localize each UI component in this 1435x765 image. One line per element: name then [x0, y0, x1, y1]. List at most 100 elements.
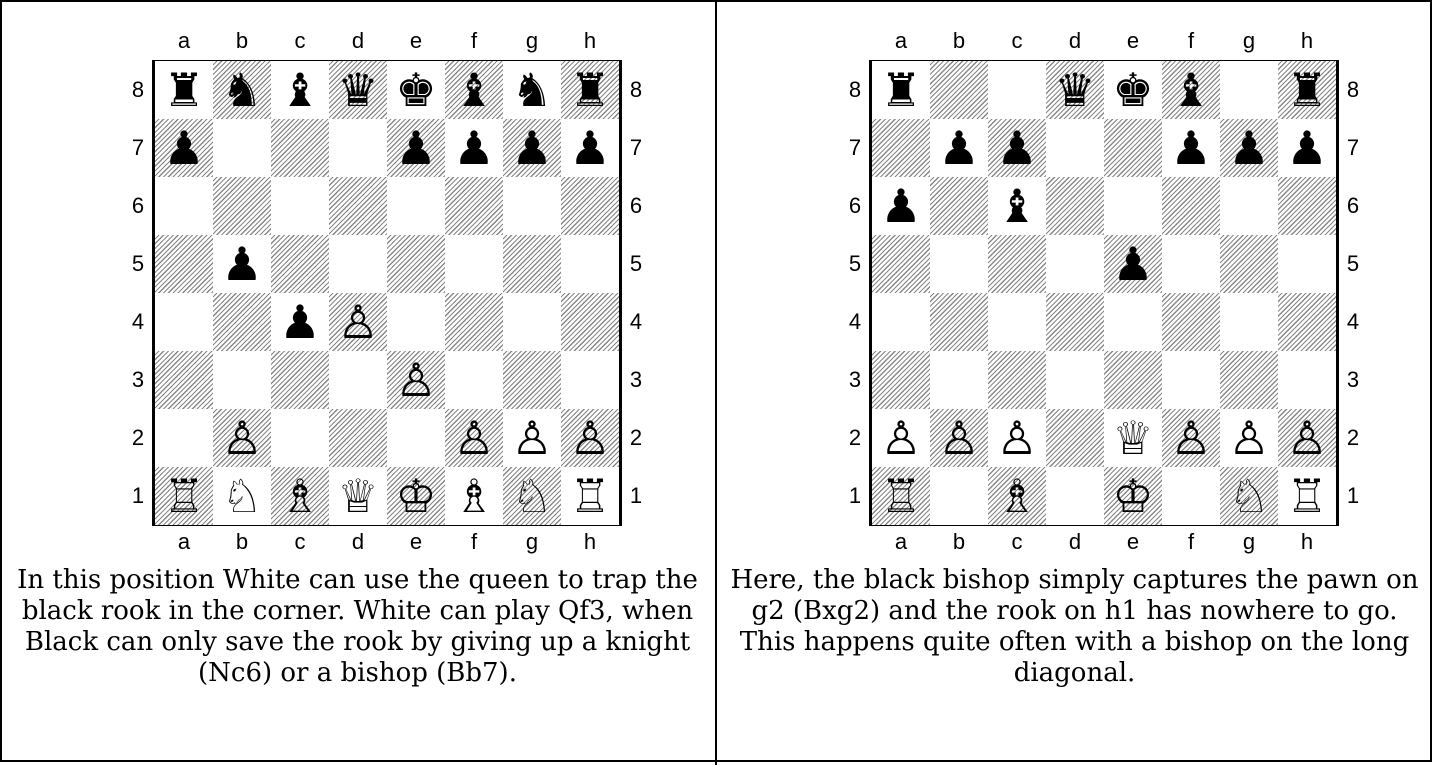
white-rook-icon[interactable]: ♖︎ [1278, 467, 1336, 525]
square-b8[interactable] [930, 61, 988, 119]
square-g1[interactable]: ♘︎ [503, 467, 561, 525]
black-bishop-icon[interactable]: ♝︎ [445, 61, 503, 119]
square-c1[interactable]: ♗︎ [988, 467, 1046, 525]
black-rook-icon[interactable]: ♜︎ [872, 61, 930, 119]
black-knight-icon[interactable]: ♞︎ [213, 61, 271, 119]
square-e1[interactable]: ♔︎ [387, 467, 445, 525]
square-d4[interactable]: ♙︎ [329, 293, 387, 351]
square-d8[interactable]: ♛︎ [329, 61, 387, 119]
white-rook-icon[interactable]: ♖︎ [872, 467, 930, 525]
white-pawn-icon[interactable]: ♙︎ [387, 351, 445, 409]
square-h3[interactable] [1278, 351, 1336, 409]
square-h1[interactable]: ♖︎ [561, 467, 619, 525]
square-f2[interactable]: ♙︎ [1162, 409, 1220, 467]
square-a7[interactable]: ♟︎ [155, 119, 213, 177]
square-f8[interactable]: ♝︎ [445, 61, 503, 119]
square-b6[interactable] [930, 177, 988, 235]
square-h6[interactable] [1278, 177, 1336, 235]
square-e2[interactable] [387, 409, 445, 467]
square-a3[interactable] [872, 351, 930, 409]
black-pawn-icon[interactable]: ♟︎ [1104, 235, 1162, 293]
black-pawn-icon[interactable]: ♟︎ [1278, 119, 1336, 177]
square-g4[interactable] [1220, 293, 1278, 351]
square-a6[interactable] [155, 177, 213, 235]
square-b1[interactable] [930, 467, 988, 525]
white-pawn-icon[interactable]: ♙︎ [988, 409, 1046, 467]
square-b3[interactable] [213, 351, 271, 409]
square-d1[interactable] [1046, 467, 1104, 525]
square-h3[interactable] [561, 351, 619, 409]
square-a3[interactable] [155, 351, 213, 409]
white-knight-icon[interactable]: ♘︎ [503, 467, 561, 525]
square-h8[interactable]: ♜︎ [561, 61, 619, 119]
white-rook-icon[interactable]: ♖︎ [561, 467, 619, 525]
black-pawn-icon[interactable]: ♟︎ [872, 177, 930, 235]
square-c7[interactable]: ♟︎ [988, 119, 1046, 177]
square-h2[interactable]: ♙︎ [1278, 409, 1336, 467]
square-h2[interactable]: ♙︎ [561, 409, 619, 467]
square-b4[interactable] [213, 293, 271, 351]
square-g5[interactable] [503, 235, 561, 293]
square-c4[interactable]: ♟︎ [271, 293, 329, 351]
square-h1[interactable]: ♖︎ [1278, 467, 1336, 525]
square-b4[interactable] [930, 293, 988, 351]
black-rook-icon[interactable]: ♜︎ [155, 61, 213, 119]
square-d7[interactable] [1046, 119, 1104, 177]
square-c1[interactable]: ♗︎ [271, 467, 329, 525]
square-g4[interactable] [503, 293, 561, 351]
square-f1[interactable]: ♗︎ [445, 467, 503, 525]
black-pawn-icon[interactable]: ♟︎ [271, 293, 329, 351]
white-pawn-icon[interactable]: ♙︎ [1278, 409, 1336, 467]
square-b2[interactable]: ♙︎ [213, 409, 271, 467]
square-f1[interactable] [1162, 467, 1220, 525]
white-queen-icon[interactable]: ♕︎ [329, 467, 387, 525]
square-b3[interactable] [930, 351, 988, 409]
square-b6[interactable] [213, 177, 271, 235]
square-d1[interactable]: ♕︎ [329, 467, 387, 525]
white-bishop-icon[interactable]: ♗︎ [271, 467, 329, 525]
black-pawn-icon[interactable]: ♟︎ [503, 119, 561, 177]
square-g8[interactable] [1220, 61, 1278, 119]
black-king-icon[interactable]: ♚︎ [387, 61, 445, 119]
square-a8[interactable]: ♜︎ [872, 61, 930, 119]
square-a7[interactable] [872, 119, 930, 177]
black-queen-icon[interactable]: ♛︎ [329, 61, 387, 119]
black-king-icon[interactable]: ♚︎ [1104, 61, 1162, 119]
square-e3[interactable]: ♙︎ [387, 351, 445, 409]
square-d5[interactable] [329, 235, 387, 293]
square-d4[interactable] [1046, 293, 1104, 351]
square-b8[interactable]: ♞︎ [213, 61, 271, 119]
square-a6[interactable]: ♟︎ [872, 177, 930, 235]
square-c2[interactable]: ♙︎ [988, 409, 1046, 467]
white-rook-icon[interactable]: ♖︎ [155, 467, 213, 525]
square-e3[interactable] [1104, 351, 1162, 409]
square-f3[interactable] [1162, 351, 1220, 409]
square-c2[interactable] [271, 409, 329, 467]
black-pawn-icon[interactable]: ♟︎ [155, 119, 213, 177]
black-pawn-icon[interactable]: ♟︎ [1220, 119, 1278, 177]
white-pawn-icon[interactable]: ♙︎ [872, 409, 930, 467]
square-a4[interactable] [872, 293, 930, 351]
square-g3[interactable] [503, 351, 561, 409]
black-pawn-icon[interactable]: ♟︎ [930, 119, 988, 177]
square-e8[interactable]: ♚︎ [387, 61, 445, 119]
square-e4[interactable] [1104, 293, 1162, 351]
square-e8[interactable]: ♚︎ [1104, 61, 1162, 119]
square-f5[interactable] [1162, 235, 1220, 293]
square-g1[interactable]: ♘︎ [1220, 467, 1278, 525]
black-pawn-icon[interactable]: ♟︎ [213, 235, 271, 293]
square-g7[interactable]: ♟︎ [1220, 119, 1278, 177]
square-d5[interactable] [1046, 235, 1104, 293]
white-pawn-icon[interactable]: ♙︎ [1162, 409, 1220, 467]
square-f7[interactable]: ♟︎ [445, 119, 503, 177]
square-c6[interactable]: ♝︎ [988, 177, 1046, 235]
square-f5[interactable] [445, 235, 503, 293]
square-e5[interactable] [387, 235, 445, 293]
black-pawn-icon[interactable]: ♟︎ [1162, 119, 1220, 177]
square-a1[interactable]: ♖︎ [872, 467, 930, 525]
white-knight-icon[interactable]: ♘︎ [213, 467, 271, 525]
square-b5[interactable] [930, 235, 988, 293]
square-b7[interactable]: ♟︎ [930, 119, 988, 177]
white-pawn-icon[interactable]: ♙︎ [213, 409, 271, 467]
square-g3[interactable] [1220, 351, 1278, 409]
